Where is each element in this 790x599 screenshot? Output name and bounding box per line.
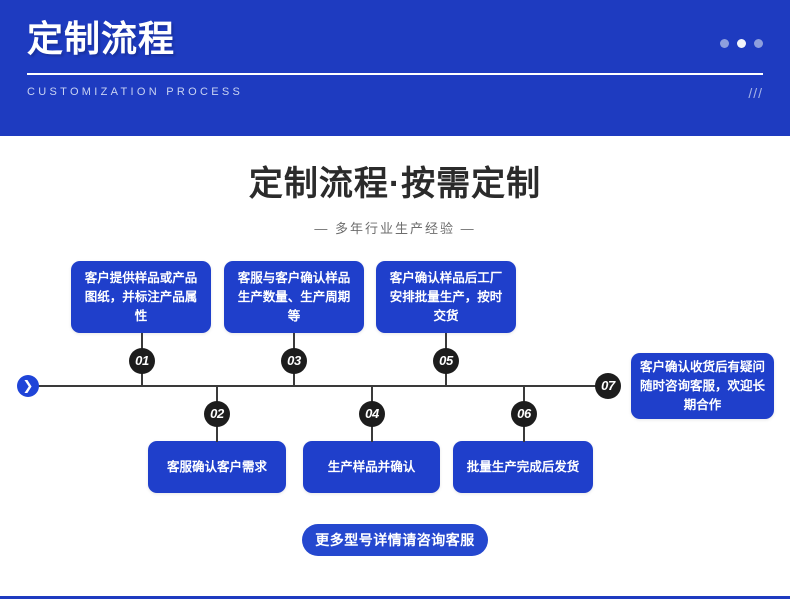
step-node-03: 03 [281,348,307,374]
step-node-05: 05 [433,348,459,374]
step-card-03-text: 客服与客户确认样品生产数量、生产周期等 [237,270,351,323]
step-card-02: 客服确认客户需求 [148,441,286,493]
step-node-06: 06 [511,401,537,427]
timeline-start-arrow-icon: ❯ [17,375,39,397]
step-card-05: 客户确认样品后工厂安排批量生产，按时交货 [376,261,516,333]
dot-icon [754,39,763,48]
step-node-04: 04 [359,401,385,427]
step-card-06: 批量生产完成后发货 [453,441,593,493]
dot-bright-icon [737,39,746,48]
header-divider [27,73,763,75]
contact-support-button[interactable]: 更多型号详情请咨询客服 [302,524,488,556]
step-node-07: 07 [595,373,621,399]
header-title: 定制流程 [27,18,176,59]
step-card-06-text: 批量生产完成后发货 [466,459,580,474]
dot-icon [720,39,729,48]
header-dots-decoration [720,39,763,48]
step-card-07-text: 客户确认收货后有疑问随时咨询客服，欢迎长期合作 [640,359,766,412]
page-subtitle: — 多年行业生产经验 — [314,221,476,236]
step-card-02-text: 客服确认客户需求 [166,459,267,474]
bottom-accent-strip [0,596,790,599]
step-card-03: 客服与客户确认样品生产数量、生产周期等 [224,261,364,333]
header-subtitle: CUSTOMIZATION PROCESS [27,86,244,98]
step-node-01: 01 [129,348,155,374]
timeline-axis [26,385,613,387]
step-card-04: 生产样品并确认 [303,441,440,493]
page-header: 定制流程 CUSTOMIZATION PROCESS /// [0,0,790,136]
step-card-01-text: 客户提供样品或产品图纸，并标注产品属性 [84,270,198,323]
step-card-01: 客户提供样品或产品图纸，并标注产品属性 [71,261,211,333]
slashes-decoration: /// [748,85,763,101]
step-card-04-text: 生产样品并确认 [327,459,416,474]
step-card-07: 客户确认收货后有疑问随时咨询客服，欢迎长期合作 [631,353,774,419]
step-node-02: 02 [204,401,230,427]
page-title: 定制流程·按需定制 [248,165,542,203]
step-card-05-text: 客户确认样品后工厂安排批量生产，按时交货 [389,270,503,323]
